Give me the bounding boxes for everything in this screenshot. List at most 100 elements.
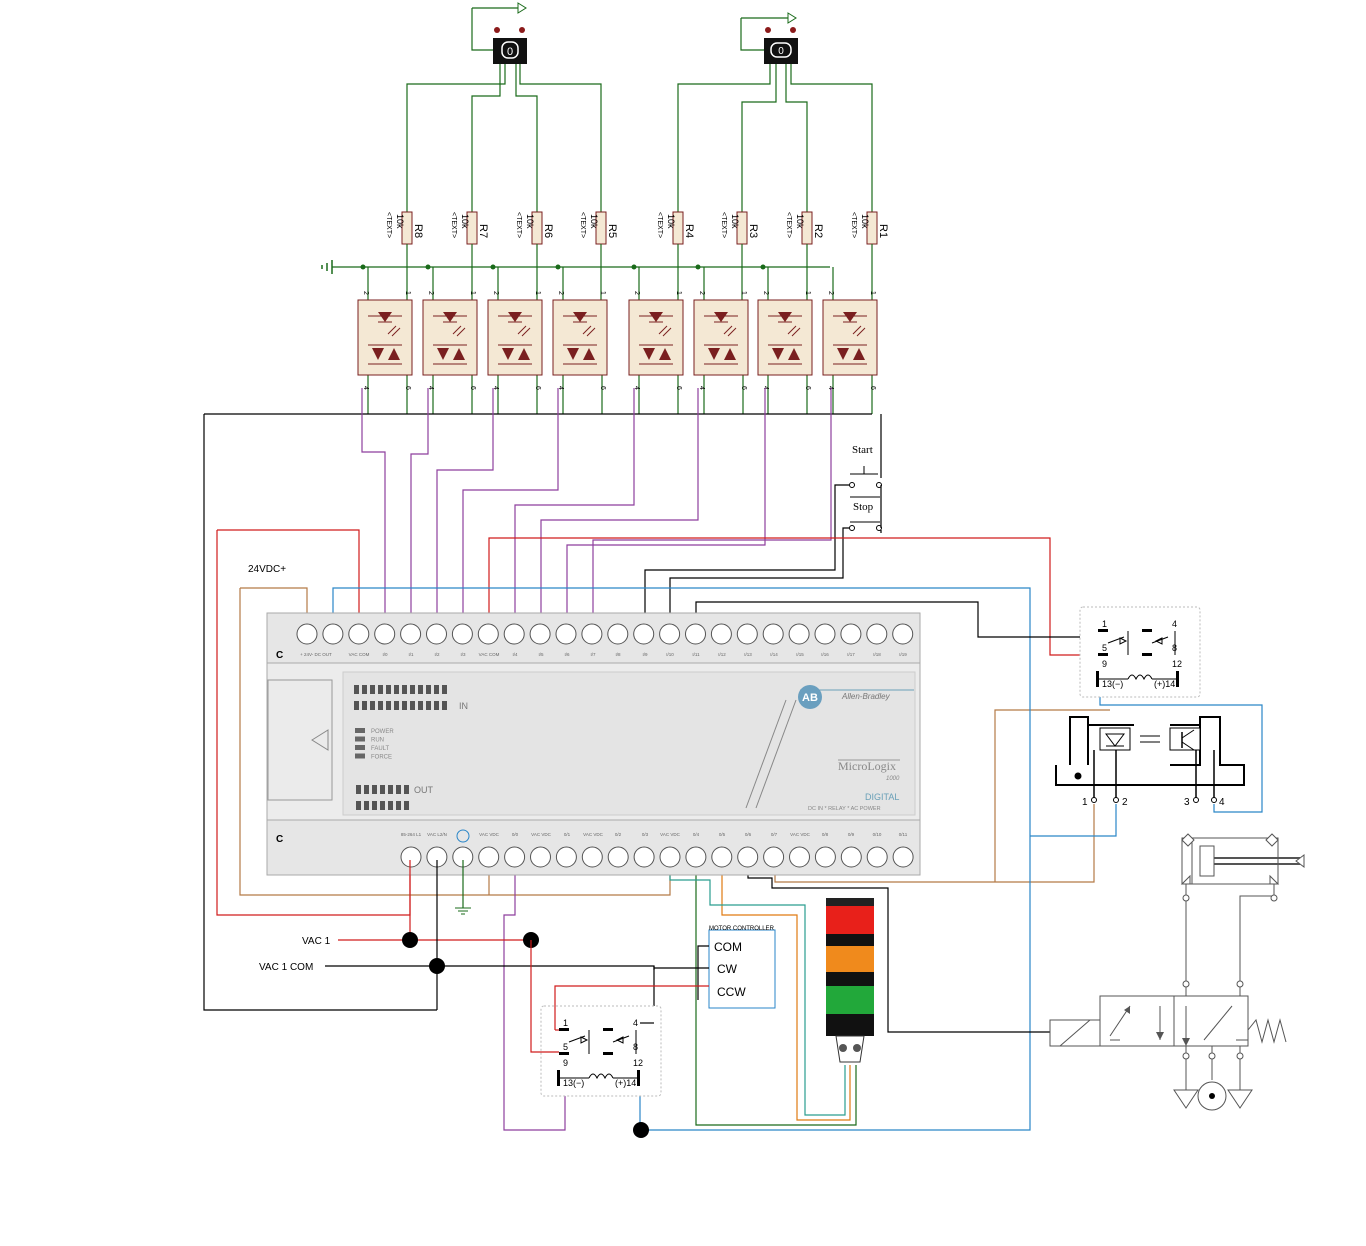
resistor-name: R2 bbox=[812, 224, 824, 238]
plc-bottom-screw bbox=[607, 846, 629, 868]
input-led bbox=[402, 685, 407, 694]
plc-bottom-terminal-label: 0/7 bbox=[771, 832, 778, 837]
plc-bottom-terminal-label: VAC L2/N bbox=[427, 832, 447, 837]
plc-bottom-terminal-label: 0/3 bbox=[642, 832, 649, 837]
resistor-text: <TEXT> bbox=[785, 212, 792, 238]
opto-pin: 1 bbox=[869, 291, 876, 295]
plc-top-terminal-label: I/4 bbox=[512, 652, 518, 657]
status-led-label: FORCE bbox=[371, 755, 392, 761]
output-led bbox=[372, 801, 377, 810]
resistor-value: 10k bbox=[589, 214, 599, 229]
relay-pin-label: 4 bbox=[1172, 619, 1177, 629]
plc-top-screw bbox=[296, 623, 318, 645]
output-led bbox=[372, 785, 377, 794]
plc-top-terminal-label: I/1 bbox=[408, 652, 414, 657]
plc-model-number: 1000 bbox=[886, 776, 900, 782]
motor-controller-title: MOTOR CONTROLLER bbox=[709, 926, 775, 932]
relay-coil-neg: 13(−) bbox=[563, 1078, 584, 1088]
relay-pin-label: 1 bbox=[1102, 619, 1107, 629]
plc-bottom-terminal-label: 0/10 bbox=[873, 832, 882, 837]
plc-bottom-screw bbox=[866, 846, 888, 868]
opto-pin-1: 1 bbox=[1082, 797, 1088, 808]
plc-top-screw bbox=[607, 623, 629, 645]
relay-coil-pos: (+)14 bbox=[615, 1078, 636, 1088]
opto-pin: 4 bbox=[362, 386, 369, 390]
plc-top-terminal-label: I/15 bbox=[796, 652, 804, 657]
plc-brand: Allen-Bradley bbox=[841, 692, 891, 701]
output-led bbox=[388, 801, 393, 810]
resistor-text: <TEXT> bbox=[450, 212, 457, 238]
plc-top-terminal-label: I/0 bbox=[382, 652, 388, 657]
proximity-sensor-left: 0 bbox=[471, 2, 527, 64]
tower-light-green bbox=[826, 986, 874, 1014]
input-led bbox=[442, 685, 447, 694]
plc-bottom-terminal-label: 0/5 bbox=[719, 832, 726, 837]
tower-light-red bbox=[826, 906, 874, 934]
plc-bottom-terminal-label: VAC VDC bbox=[583, 832, 603, 837]
plc-bottom-screw bbox=[504, 846, 526, 868]
input-led bbox=[426, 685, 431, 694]
status-led-label: POWER bbox=[371, 729, 394, 735]
plc-top-screw bbox=[762, 623, 784, 645]
opto-pin: 1 bbox=[599, 291, 606, 295]
tower-light bbox=[826, 898, 874, 1063]
resistor-name: R8 bbox=[412, 224, 424, 238]
resistor-value: 10k bbox=[460, 214, 470, 229]
stop-label: Stop bbox=[853, 501, 874, 513]
plc-top-terminal-label: I/16 bbox=[821, 652, 829, 657]
proximity-sensor-right: 0 bbox=[740, 12, 798, 64]
output-led bbox=[388, 785, 393, 794]
plc-c-bottom: C bbox=[276, 834, 283, 845]
opto-pin: 1 bbox=[740, 291, 747, 295]
plc-bottom-screw bbox=[530, 846, 551, 868]
opto-pin: 1 bbox=[469, 291, 476, 295]
opto-module: 1 2 3 4 bbox=[1055, 716, 1245, 808]
ground-rail bbox=[321, 260, 830, 274]
status-led bbox=[355, 745, 365, 750]
vac1-label: VAC 1 bbox=[302, 936, 331, 947]
plc-bottom-terminal-label: 0/4 bbox=[693, 832, 700, 837]
resistor-name: R6 bbox=[542, 224, 554, 238]
opto-pin: 6 bbox=[804, 386, 811, 390]
plc-top-terminal-label: I/2 bbox=[434, 652, 440, 657]
plc-c-top: C bbox=[276, 650, 283, 661]
plc-logo: AB bbox=[802, 692, 818, 704]
relay-coil-neg: 13(−) bbox=[1102, 679, 1123, 689]
plc-subtitle: DC IN * RELAY * AC POWER bbox=[808, 806, 881, 812]
plc-bottom-screw bbox=[581, 846, 603, 868]
plc-top-screw bbox=[503, 623, 525, 645]
relay-pin-label: 5 bbox=[563, 1042, 568, 1052]
plc-bottom-screw bbox=[711, 846, 733, 868]
plc-top-screw bbox=[581, 623, 603, 645]
input-led bbox=[386, 701, 391, 710]
frame-wiring bbox=[203, 413, 882, 1011]
opto-pin: 6 bbox=[404, 386, 411, 390]
plc-top-terminal-label: VAC COM bbox=[349, 652, 370, 657]
plc-top-screw bbox=[555, 623, 577, 645]
resistor-text: <TEXT> bbox=[385, 212, 392, 238]
relay-coil-pos: (+)14 bbox=[1154, 679, 1175, 689]
plc-bottom-terminal-label: VAC VDC bbox=[660, 832, 680, 837]
plc-top-terminal-label: I/12 bbox=[718, 652, 726, 657]
plc-top-screw bbox=[866, 623, 888, 645]
opto-pin: 6 bbox=[740, 386, 747, 390]
opto-pin: 1 bbox=[804, 291, 811, 295]
input-wires-purple bbox=[361, 388, 832, 626]
motor-term-cw: CW bbox=[717, 962, 738, 976]
plc-top-screw bbox=[426, 623, 447, 645]
resistor-name: R4 bbox=[683, 224, 695, 238]
plc-top-terminal-label: I/9 bbox=[642, 652, 648, 657]
ac-power-wiring: VAC 1 VAC 1 COM 24VDC+ bbox=[248, 564, 655, 1138]
